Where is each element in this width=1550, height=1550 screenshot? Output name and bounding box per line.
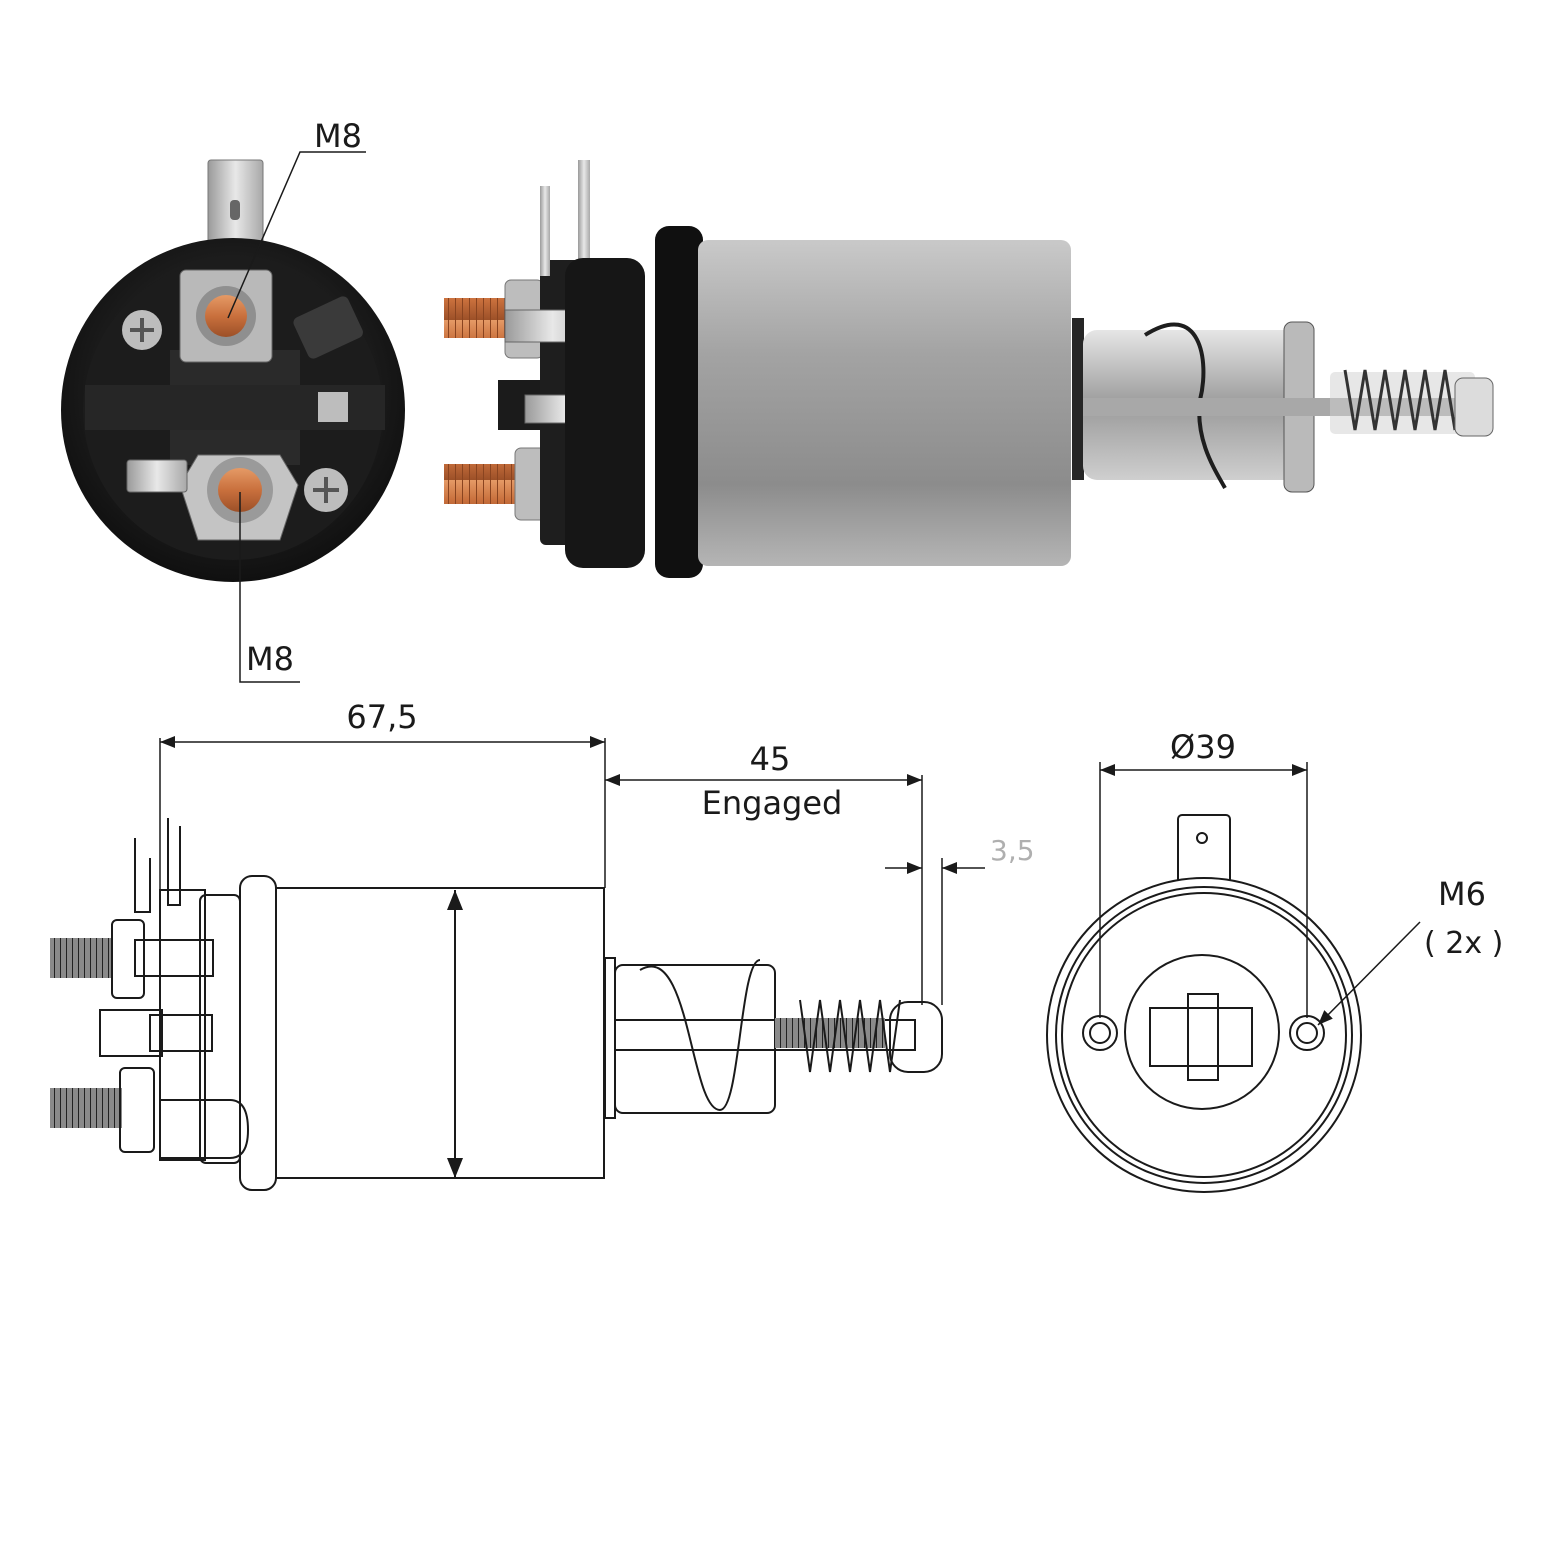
length-dimension: 67,5 [159,698,606,890]
top-stud-callout: M8 [227,117,366,319]
mount-hole-callout: M6 ( 2x ) [1317,875,1503,1026]
stroke-note-label: Engaged [702,784,843,822]
bottom-stud-callout: M8 [239,492,300,683]
diameter-label: Ø39 [1170,728,1236,766]
stroke-dimension: 45 Engaged [605,740,923,1005]
top-stud-label: M8 [314,117,362,155]
bottom-stud-label: M8 [246,640,294,678]
length-label: 67,5 [346,698,417,736]
mount-thread-label: M6 [1438,875,1486,913]
gap-dimension: 3,5 [885,834,1035,1005]
end-view-drawing [1046,814,1362,1193]
end-view-photo [61,159,405,582]
mount-count-label: ( 2x ) [1424,926,1503,961]
gap-label: 3,5 [990,834,1035,867]
side-view-photo [444,160,1494,578]
diameter-dimension: Ø39 [1099,728,1308,1018]
side-view-drawing [50,818,943,1191]
stroke-label: 45 [750,740,791,778]
